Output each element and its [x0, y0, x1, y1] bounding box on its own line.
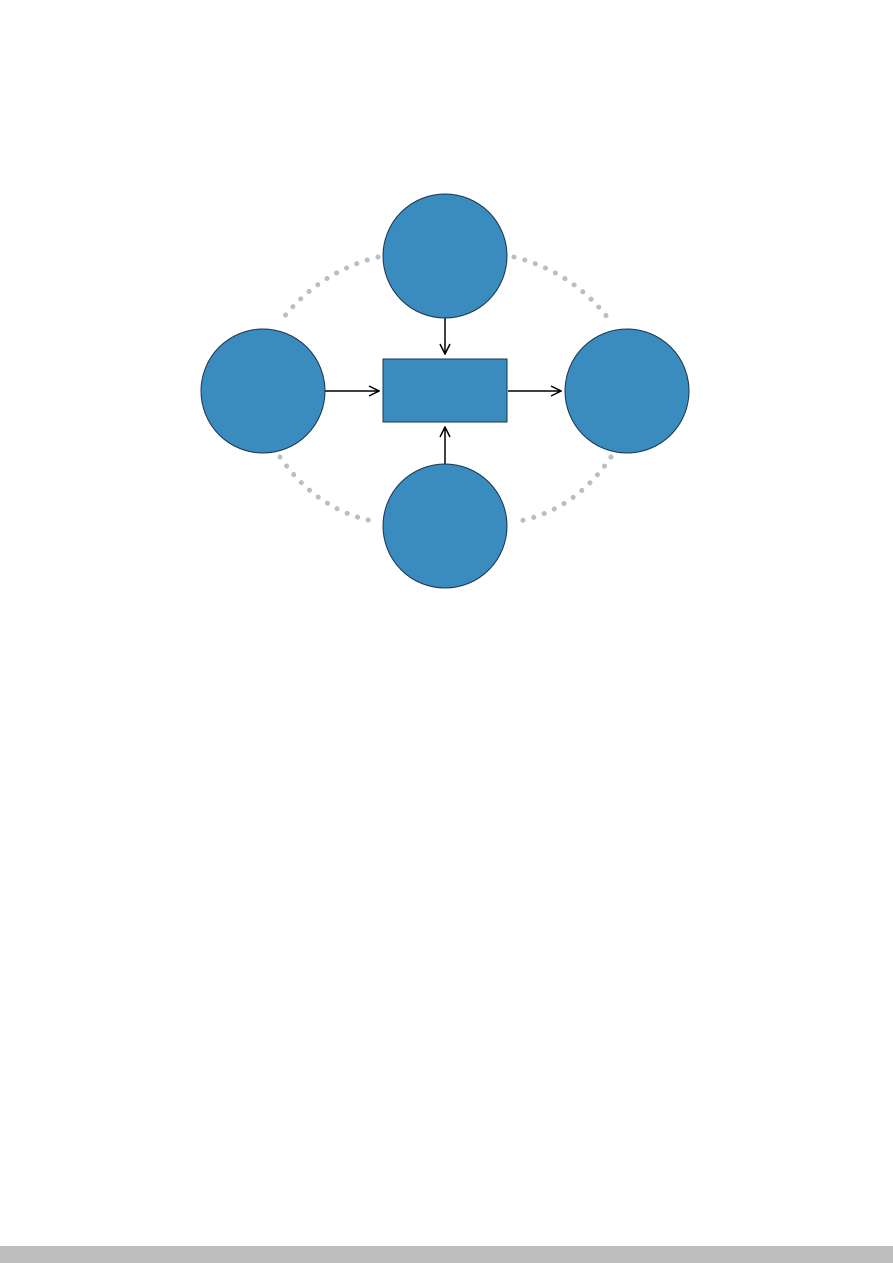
dotted-connector-bottom-right [511, 454, 614, 525]
nodes [200, 193, 690, 589]
node-top-circle [382, 193, 508, 319]
dotted-connector-top-right [511, 254, 614, 325]
node-right-circle [564, 328, 690, 454]
node-left-circle [200, 328, 326, 454]
dotted-connector-bottom-left [277, 454, 381, 525]
node-center-rectangle [382, 358, 508, 423]
bottom-bar [0, 1246, 893, 1263]
arrows [325, 318, 561, 464]
node-bottom-circle [382, 463, 508, 589]
dotted-connector-top-left [277, 254, 381, 325]
dotted-connectors [277, 254, 614, 525]
